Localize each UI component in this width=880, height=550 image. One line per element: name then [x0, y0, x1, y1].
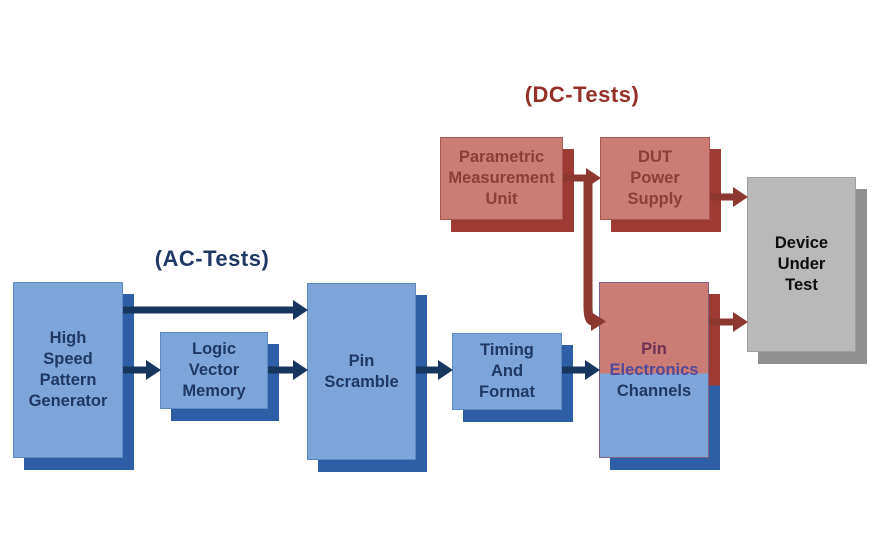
arrow-hspg-to-pin-scramble [123, 300, 308, 320]
box-label-line: Measurement [448, 169, 555, 187]
box-label-line: Format [479, 383, 535, 401]
box-logic-vector-memory: Logic Vector Memory [160, 332, 279, 421]
box-label-line: Channels [616, 381, 692, 400]
box-label-line: Pin [641, 339, 667, 358]
ac-tests-title: (AC-Tests) [154, 246, 270, 271]
box-high-speed-pattern-generator: High Speed Pattern Generator [13, 282, 134, 470]
box-face: Device Under Test [747, 177, 856, 352]
box-label-line: Speed [43, 350, 93, 368]
box-label-line: Scramble [324, 372, 399, 391]
box-label-line: Logic [192, 340, 236, 358]
box-timing-and-format: Timing And Format [452, 333, 573, 422]
box-label-line: Timing [480, 341, 534, 359]
box-label-line: Power [630, 169, 680, 187]
box-label-line: DUT [638, 148, 672, 166]
box-face: Logic Vector Memory [160, 332, 268, 409]
box-face: High Speed Pattern Generator [13, 282, 123, 458]
box-pin-electronics-channels: Pin Electronics Channels [599, 282, 720, 470]
box-label-line: Electronics [609, 360, 699, 379]
box-label-line: Parametric [458, 148, 545, 166]
box-dut-power-supply: DUT Power Supply [600, 137, 721, 232]
box-face: Pin Scramble [307, 283, 416, 460]
box-label-line: Memory [182, 382, 246, 400]
box-label-line: And [490, 362, 524, 380]
box-label-line: Pin [348, 351, 375, 370]
box-face: DUT Power Supply [600, 137, 710, 220]
box-label-line: Generator [28, 392, 108, 410]
box-face: Parametric Measurement Unit [440, 137, 563, 220]
dc-tests-title: (DC-Tests) [524, 82, 640, 107]
box-label-line: Device [774, 234, 829, 252]
box-device-under-test: Device Under Test [747, 177, 867, 364]
box-label-line: Pattern [39, 371, 97, 389]
box-pin-scramble: Pin Scramble [307, 283, 427, 472]
box-label-line: Unit [485, 190, 518, 208]
box-parametric-measurement-unit: Parametric Measurement Unit [440, 137, 574, 232]
arrow-pmu-branch-to-pin-electronics [583, 176, 595, 326]
box-label-line: High [49, 329, 87, 347]
box-label-line: Under [777, 255, 826, 273]
box-face: Timing And Format [452, 333, 562, 410]
box-label-line: Vector [188, 361, 240, 379]
box-label-line: Supply [627, 190, 683, 208]
box-label-line: Test [785, 276, 818, 294]
box-face: Pin Electronics Channels [599, 282, 709, 458]
